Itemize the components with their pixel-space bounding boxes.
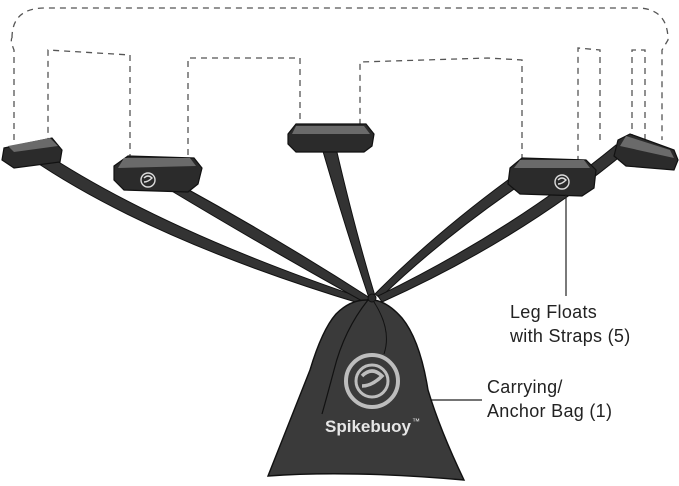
callout-leg-floats: Leg Floats with Straps (5) [510, 300, 631, 348]
bag-brand-trademark: ™ [412, 417, 420, 426]
bag-brand-name: Spikebuoy [325, 417, 412, 436]
bag-knot [367, 293, 377, 303]
leg-float-4 [507, 157, 597, 197]
leg-float-2 [113, 155, 203, 193]
leg-float-5 [613, 133, 679, 171]
leg-floats [1, 123, 679, 197]
callout-carrying-bag: Carrying/ Anchor Bag (1) [487, 375, 612, 423]
bag-drawstring [321, 299, 369, 415]
callout-bag-line2: Anchor Bag (1) [487, 401, 613, 421]
carrying-anchor-bag: Spikebuoy ™ [266, 293, 466, 481]
strap-4 [374, 179, 522, 299]
leg-float-1 [1, 137, 63, 169]
float-logo-icon [554, 174, 570, 190]
float-logo-icon [140, 172, 156, 188]
callout-leg-floats-line2: with Straps (5) [510, 326, 631, 346]
callout-leg-floats-line1: Leg Floats [510, 302, 598, 322]
leg-float-3 [287, 123, 375, 153]
spikebuoy-logo-icon [344, 353, 400, 409]
dashed-frame-outline [10, 7, 669, 160]
callout-bag-line1: Carrying/ [487, 377, 563, 397]
